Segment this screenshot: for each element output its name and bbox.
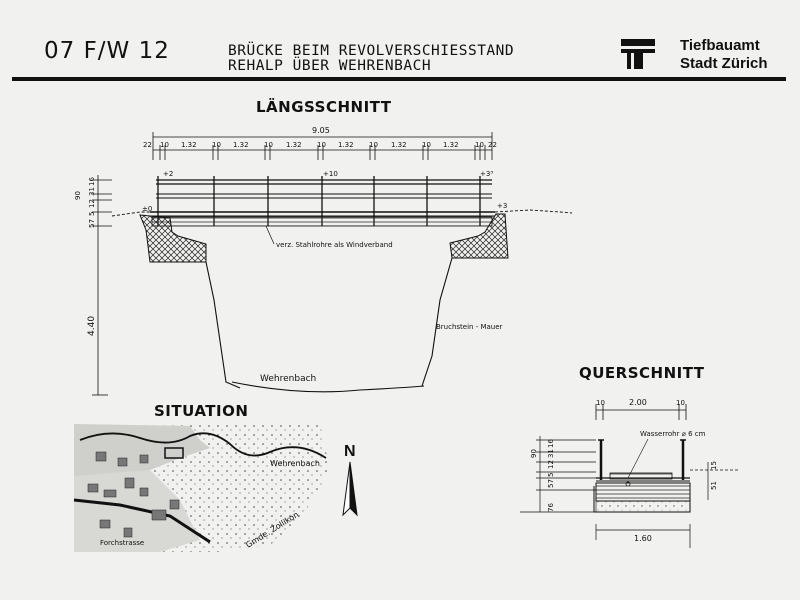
- dim-top-5: 10: [264, 141, 273, 149]
- cs-depth: 76: [547, 503, 555, 512]
- cs-vdim-57: 57: [547, 479, 555, 488]
- cs-vdim-31: 31: [547, 449, 555, 458]
- bridge-location-marker: [164, 447, 184, 459]
- org-line-1: Tiefbauamt: [680, 37, 760, 54]
- note-windverband: verz. Stahlrohre als Windverband: [276, 241, 393, 249]
- map-label-street: Forchstrasse: [100, 539, 144, 547]
- stream-path: [79, 432, 327, 459]
- cs-width: 2.00: [629, 398, 647, 407]
- title-line-2: REHALP ÜBER WEHRENBACH: [228, 58, 432, 74]
- cs-dim-left: 10: [596, 399, 605, 407]
- north-label: N: [344, 443, 356, 460]
- stream-bed: [231, 381, 425, 393]
- vdim-16: 16: [88, 177, 96, 186]
- org-line-2: Stadt Zürich: [680, 55, 768, 72]
- abutment-right: [449, 213, 509, 259]
- dim-top-7: 10: [317, 141, 326, 149]
- level-left-low: ±0: [142, 205, 152, 213]
- title-line-1: BRÜCKE BEIM REVOLVERSCHIESSTAND: [228, 43, 515, 59]
- level-left: +2: [163, 170, 173, 178]
- level-right: +3³: [480, 170, 493, 178]
- heading-querschnitt: QUERSCHNITT: [579, 364, 705, 382]
- vdim-57: 57: [88, 219, 96, 228]
- cs-vdim-90: 90: [530, 449, 538, 458]
- tiefbauamt-logo-icon: [621, 39, 655, 69]
- dim-top-13: 10: [475, 141, 484, 149]
- cs-vdim-12: 12: [547, 460, 555, 469]
- dim-top-12: 1.32: [443, 141, 459, 149]
- heading-laengsschnitt: LÄNGSSCHNITT: [256, 98, 392, 116]
- dim-top-1: 10: [160, 141, 169, 149]
- note-wall: Bruchstein - Mauer: [436, 323, 503, 331]
- north-arrow-icon: [342, 461, 358, 517]
- dim-top-2: 1.32: [181, 141, 197, 149]
- drawing-title: BRÜCKE BEIM REVOLVERSCHIESSTAND REHALP Ü…: [228, 44, 514, 74]
- vdim-90: 90: [74, 191, 82, 200]
- total-span-label: 9.05: [312, 126, 330, 135]
- dim-top-3: 10: [212, 141, 221, 149]
- terrain-line: [111, 209, 573, 217]
- cs-rdim-51: 51: [710, 481, 718, 490]
- vdim-31: 31: [88, 187, 96, 196]
- vertical-dimensions: [92, 175, 112, 396]
- dim-top-9: 10: [369, 141, 378, 149]
- cs-structure: [593, 439, 691, 513]
- dim-top-11: 10: [422, 141, 431, 149]
- stream-label: Wehrenbach: [260, 374, 316, 384]
- dim-top-10: 1.32: [391, 141, 407, 149]
- drawing-code: 07 F/W 12: [44, 38, 170, 64]
- organisation: Tiefbauamt Stadt Zürich: [680, 37, 768, 73]
- header-rule: [12, 77, 786, 81]
- bridge-railing: [150, 176, 495, 227]
- dim-top-6: 1.32: [286, 141, 302, 149]
- cs-dim-right: 10: [676, 399, 685, 407]
- dim-top-4: 1.32: [233, 141, 249, 149]
- level-mid: +10: [323, 170, 338, 178]
- cs-vdim-5: 5: [547, 473, 555, 477]
- dim-top-0: 22: [143, 141, 152, 149]
- height-label: 4.40: [87, 316, 97, 336]
- dimension-chain-top: 9.05 22 10 1.32 10 1.32 10 1.32 10 1.32 …: [143, 126, 497, 160]
- cs-bottom-width: 1.60: [634, 534, 652, 543]
- dim-top-14: 22: [488, 141, 497, 149]
- level-right-low: +3: [497, 202, 507, 210]
- vdim-12: 12: [88, 199, 96, 208]
- map-area: [73, 424, 330, 552]
- cs-rdim-15: 15: [710, 461, 718, 470]
- abutment-left: [139, 214, 207, 263]
- cs-pipe-note: Wasserrohr ⌀ 6 cm: [640, 430, 706, 438]
- heading-situation: SITUATION: [154, 402, 249, 420]
- cs-vdim-16: 16: [547, 439, 555, 448]
- dim-top-8: 1.32: [338, 141, 354, 149]
- gorge-wall: [205, 257, 453, 389]
- vdim-5: 5: [88, 212, 96, 216]
- map-label-stream: Wehrenbach: [270, 459, 320, 468]
